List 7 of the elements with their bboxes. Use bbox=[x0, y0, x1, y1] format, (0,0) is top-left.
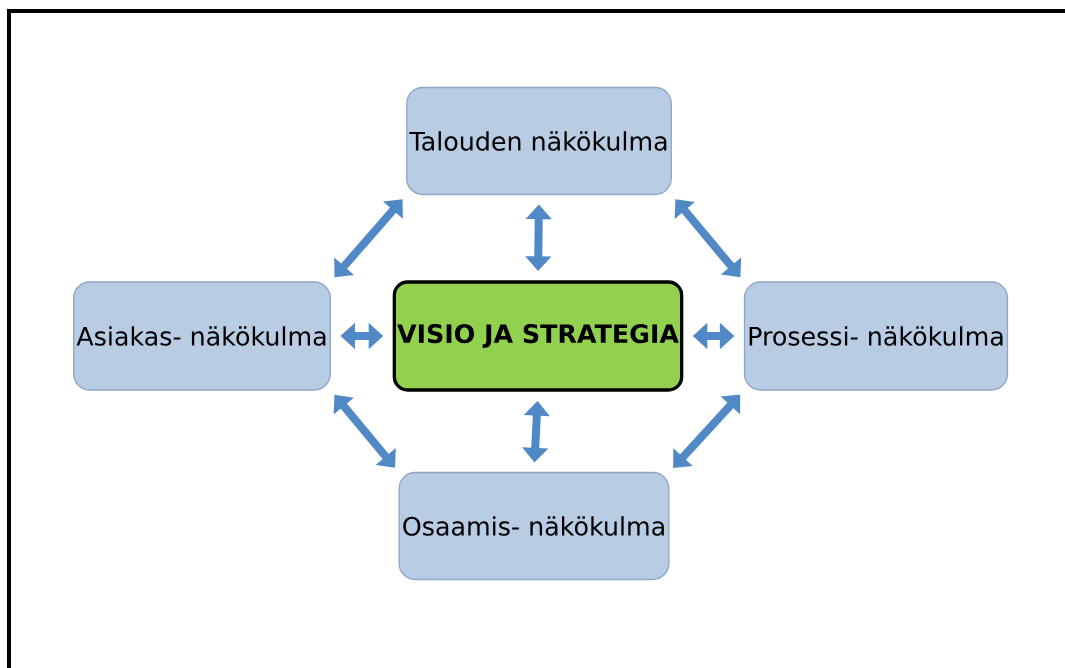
perspective-box: Asiakas- näkökulma bbox=[73, 281, 331, 391]
double-arrow bbox=[334, 199, 403, 278]
strategy-box: VISIO JA STRATEGIA bbox=[392, 280, 684, 392]
perspective-box: Talouden näkökulma bbox=[406, 86, 672, 196]
perspective-box: Osaamis- näkökulma bbox=[398, 471, 670, 581]
double-arrow bbox=[673, 394, 741, 468]
perspective-box: Prosessi- näkökulma bbox=[743, 281, 1009, 391]
